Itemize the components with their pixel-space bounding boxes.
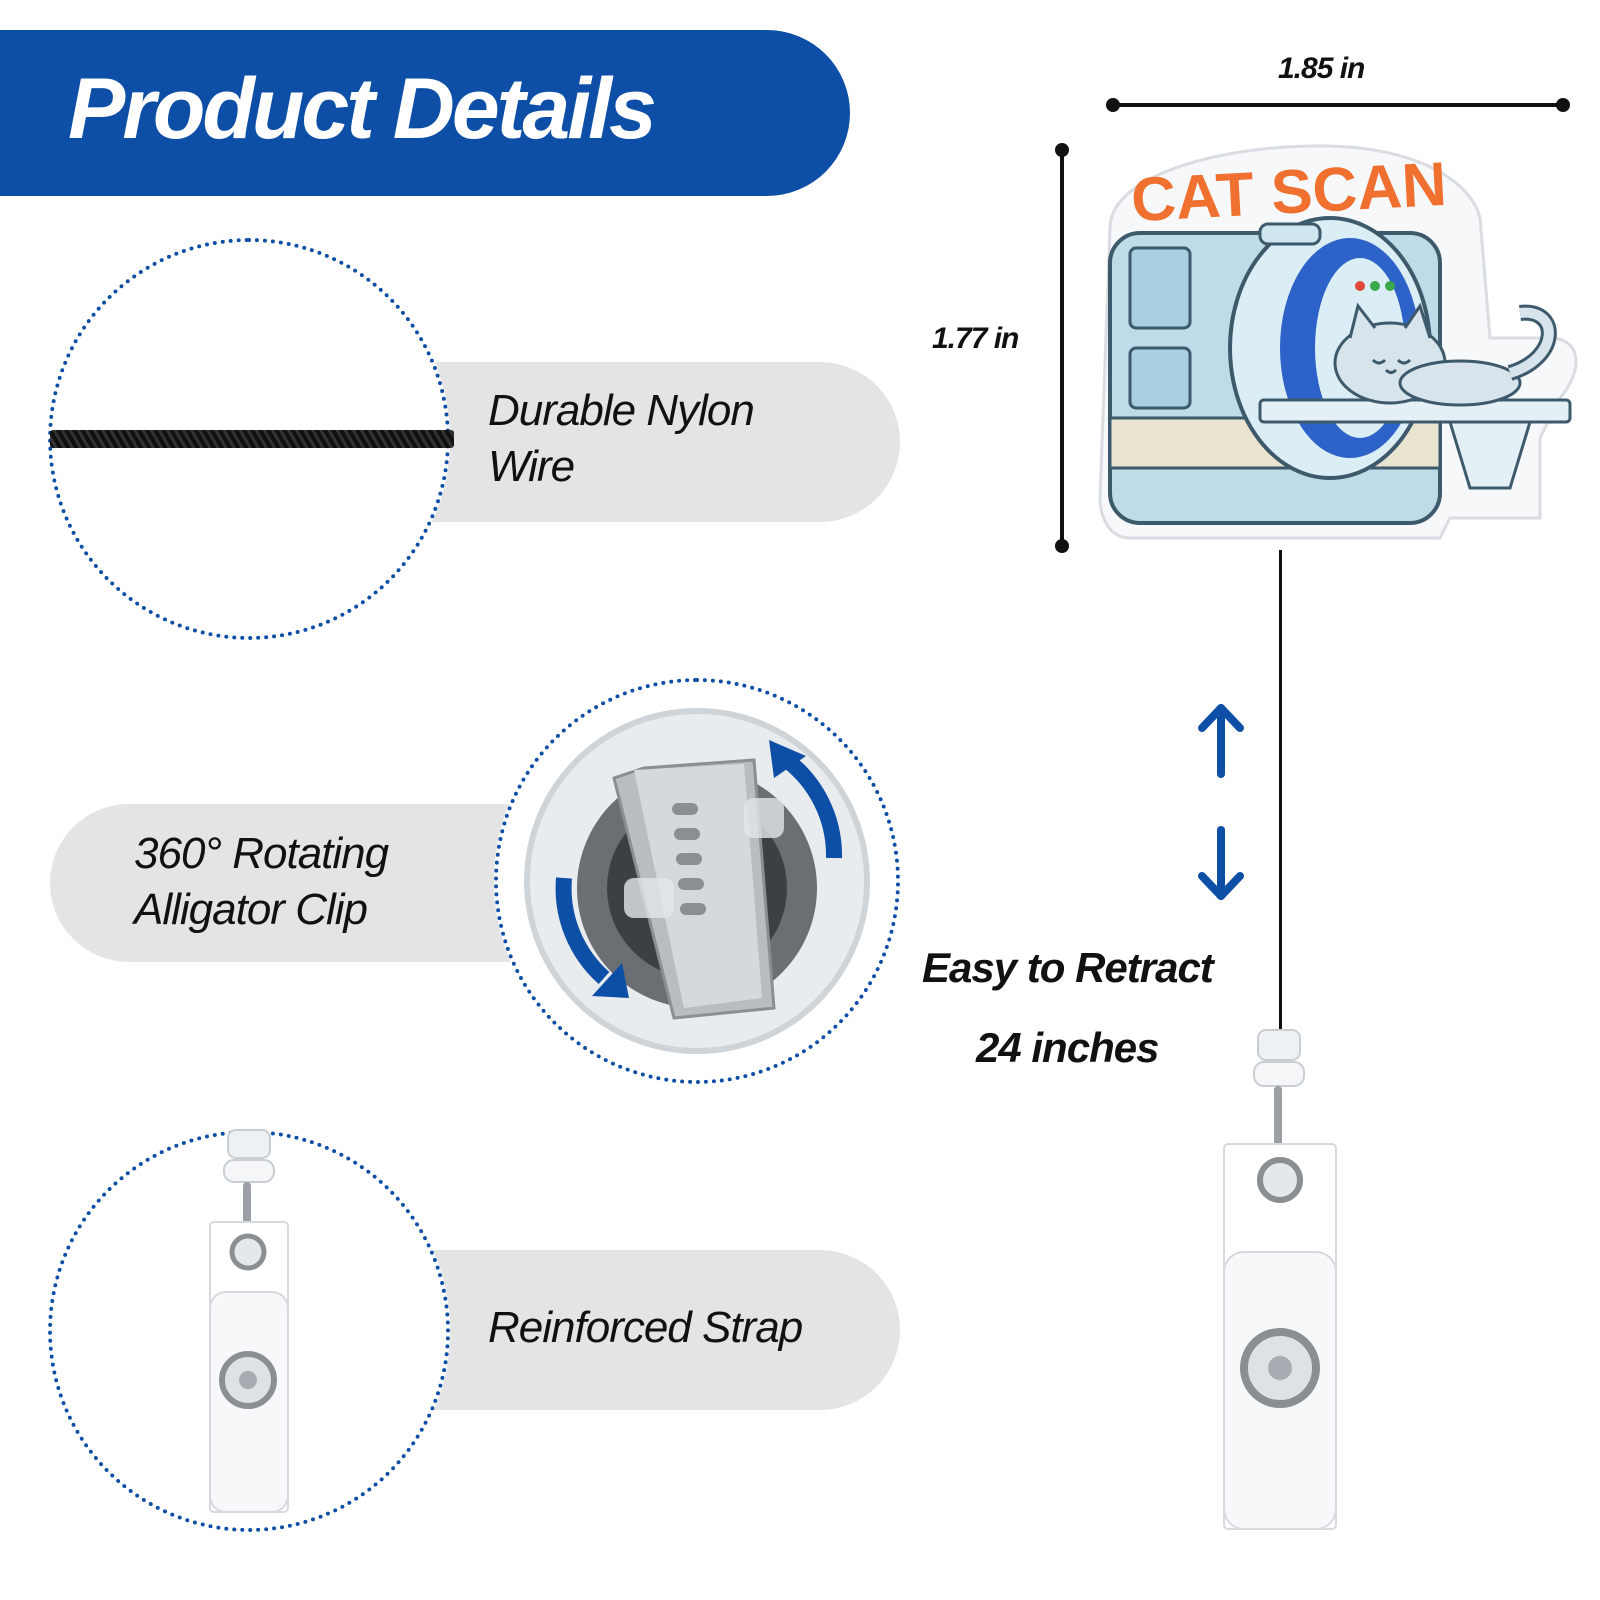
width-dimension-dot-left bbox=[1106, 98, 1120, 112]
page-title: Product Details bbox=[68, 61, 657, 157]
retract-cord bbox=[1279, 550, 1282, 1036]
height-dimension-label: 1.77 in bbox=[932, 322, 1019, 355]
arrow-up-icon bbox=[1198, 704, 1244, 778]
cat-scan-badge-icon: CAT SCAN bbox=[1098, 144, 1578, 540]
height-dimension-line bbox=[1060, 150, 1064, 546]
height-dimension-dot-bottom bbox=[1055, 539, 1069, 553]
feature-label-clip: 360° Rotating Alligator Clip bbox=[134, 829, 389, 934]
header-banner bbox=[0, 30, 850, 196]
badge-text: CAT SCAN bbox=[1129, 150, 1448, 235]
retract-label: Easy to Retract bbox=[922, 944, 1214, 991]
arrow-down-icon bbox=[1198, 826, 1244, 900]
height-dimension-dot-top bbox=[1055, 143, 1069, 157]
width-dimension-line bbox=[1112, 103, 1564, 107]
feature-label-nylon: Durable Nylon Wire bbox=[488, 386, 755, 491]
strap-clip-icon bbox=[1223, 1029, 1337, 1530]
feature-label-strap: Reinforced Strap bbox=[488, 1303, 803, 1352]
width-dimension-label: 1.85 in bbox=[1278, 52, 1365, 85]
length-label: 24 inches bbox=[976, 1024, 1159, 1071]
badge-strap-icon bbox=[209, 1129, 289, 1513]
width-dimension-dot-right bbox=[1556, 98, 1570, 112]
nylon-wire-icon bbox=[50, 430, 454, 448]
alligator-clip-icon bbox=[524, 708, 870, 1054]
